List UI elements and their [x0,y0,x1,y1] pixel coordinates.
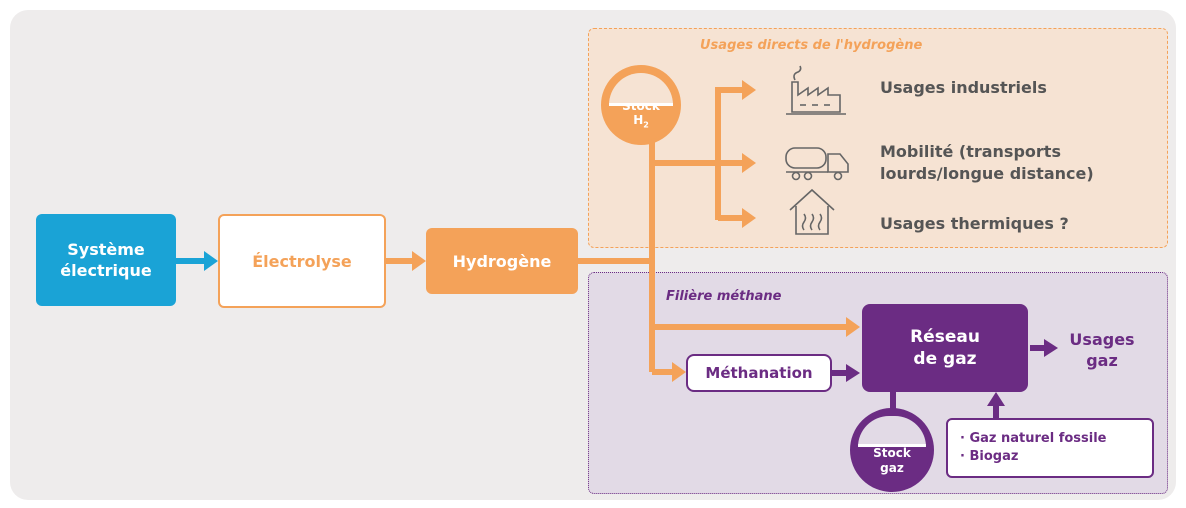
electrolyse-label: Électrolyse [252,251,352,271]
arrowhead-electric [204,251,218,271]
reseau-gaz-box: Réseau de gaz [862,304,1028,392]
house-heating-icon [789,188,835,235]
reseau-gaz-label: Réseau de gaz [910,327,980,369]
gas-sources-box: · Gaz naturel fossile · Biogaz [946,418,1154,478]
stock-h2-formula: H2 [633,113,649,130]
usage-label-mobilite: Mobilité (transports lourds/longue dista… [880,142,1094,183]
stock-gaz-label: Stock gaz [873,446,911,475]
arrowhead-usage-1 [742,80,756,100]
stock-h2-tank: Stock H2 [601,65,681,145]
source-gaz-naturel: · Gaz naturel fossile [960,431,1107,446]
methanation-label: Méthanation [705,364,813,382]
source-biogaz: · Biogaz [960,449,1019,464]
arrowhead-reseau [846,317,860,337]
arrowhead-usage-3 [742,208,756,228]
usages-directs-panel [588,28,1168,248]
arrowhead-hydrogen [412,251,426,271]
methanation-box: Méthanation [686,354,832,392]
electrolyse-box: Électrolyse [218,214,386,308]
usages-directs-title: Usages directs de l'hydrogène [700,38,923,53]
arrowhead-methanation [672,362,686,382]
systeme-electrique-box: Système électrique [36,214,176,306]
usage-label-industriels: Usages industriels [880,78,1047,97]
usage-label-thermiques: Usages thermiques ? [880,214,1069,233]
stock-h2-cap [609,73,673,106]
arrowhead-usage-2 [742,153,756,173]
truck-icon [785,147,849,181]
stock-gaz-tank: Stock gaz [850,408,934,492]
stock-gaz-cap [858,416,926,447]
factory-icon [786,65,846,115]
filiere-methane-title: Filière méthane [666,289,782,304]
usages-gaz-label: Usages gaz [1069,330,1135,370]
systeme-electrique-label: Système électrique [60,240,152,280]
hydrogene-box: Hydrogène [426,228,578,294]
hydrogene-label: Hydrogène [452,251,552,271]
